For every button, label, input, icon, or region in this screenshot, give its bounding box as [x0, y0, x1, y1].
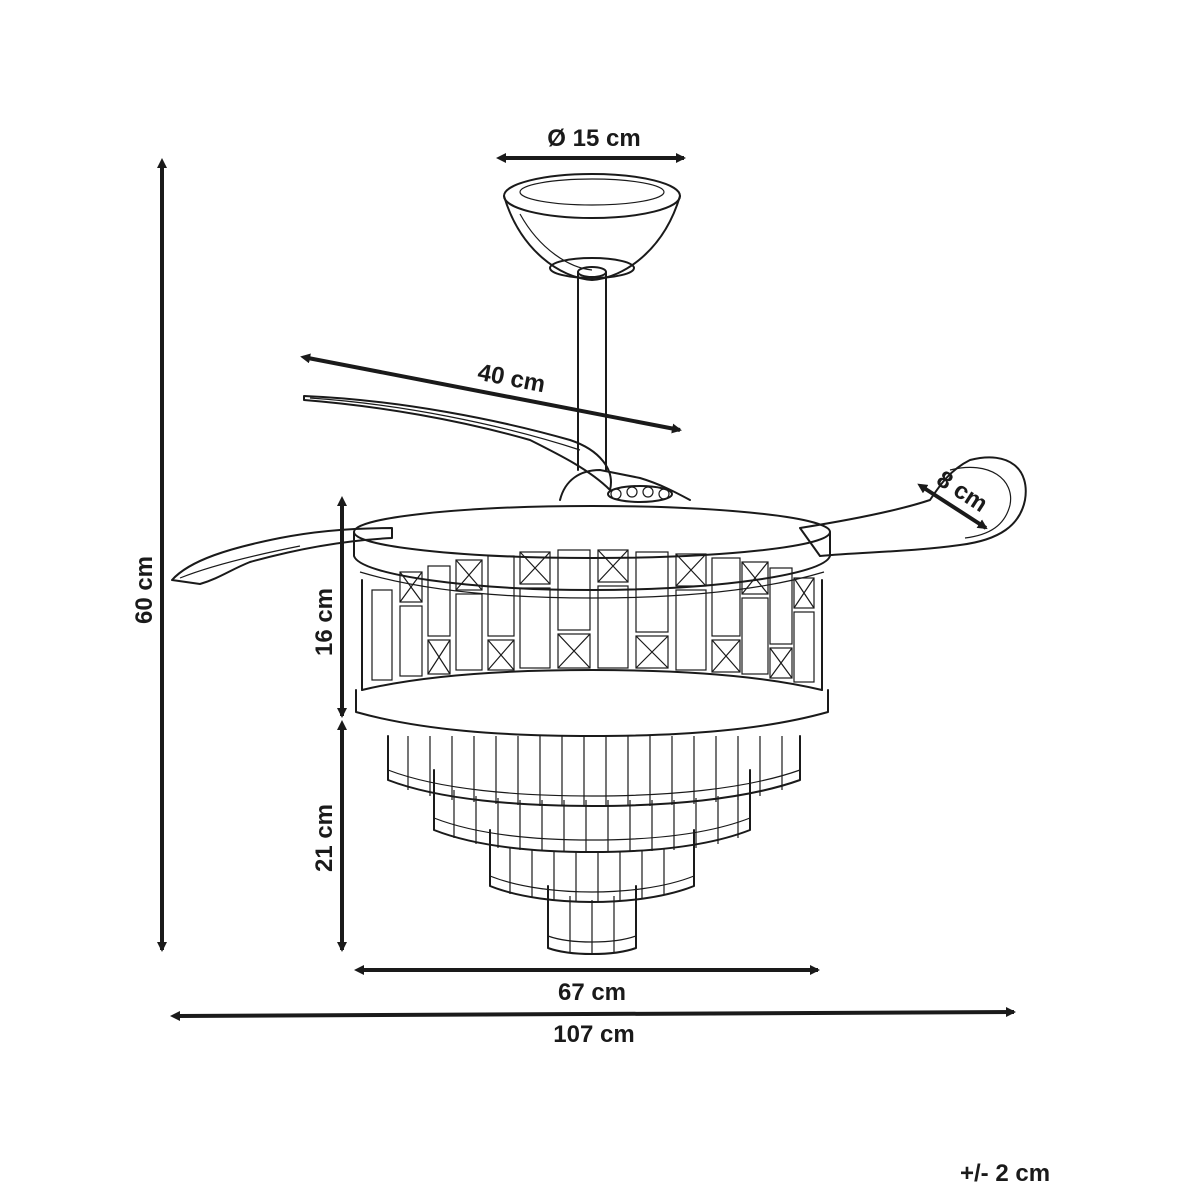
label-blade-width: 8 cm	[932, 465, 993, 517]
label-total-height: 60 cm	[131, 556, 158, 624]
dimension-drum-height: 16 cm	[311, 496, 347, 718]
drum-crystal-panels	[371, 549, 815, 683]
fan-blade-right	[799, 456, 1027, 557]
fan-blade-left	[171, 527, 393, 585]
motor-hub	[559, 469, 691, 503]
tolerance-note: +/- 2 cm	[960, 1160, 1051, 1187]
dimension-total-height: 60 cm	[131, 158, 167, 952]
crystal-tiers	[387, 735, 801, 955]
label-canopy-diameter: Ø 15 cm	[547, 125, 640, 152]
dimension-total-width: 107 cm	[170, 1007, 1016, 1048]
fan-blade-back	[303, 395, 612, 491]
drum-top	[353, 505, 831, 599]
drum-body	[355, 549, 829, 737]
label-total-width: 107 cm	[553, 1021, 634, 1048]
dimension-blade-length: 40 cm	[300, 353, 682, 434]
canopy	[503, 173, 681, 281]
label-crystal-height: 21 cm	[311, 804, 338, 872]
label-drum-height: 16 cm	[311, 588, 338, 656]
dimension-blade-width: 8 cm	[917, 465, 993, 530]
downrod	[577, 266, 607, 471]
label-drum-width: 67 cm	[558, 979, 626, 1006]
dimension-canopy-diameter: Ø 15 cm	[496, 125, 686, 163]
dimension-crystal-height: 21 cm	[311, 720, 347, 952]
dimension-drum-width: 67 cm	[354, 965, 820, 1006]
